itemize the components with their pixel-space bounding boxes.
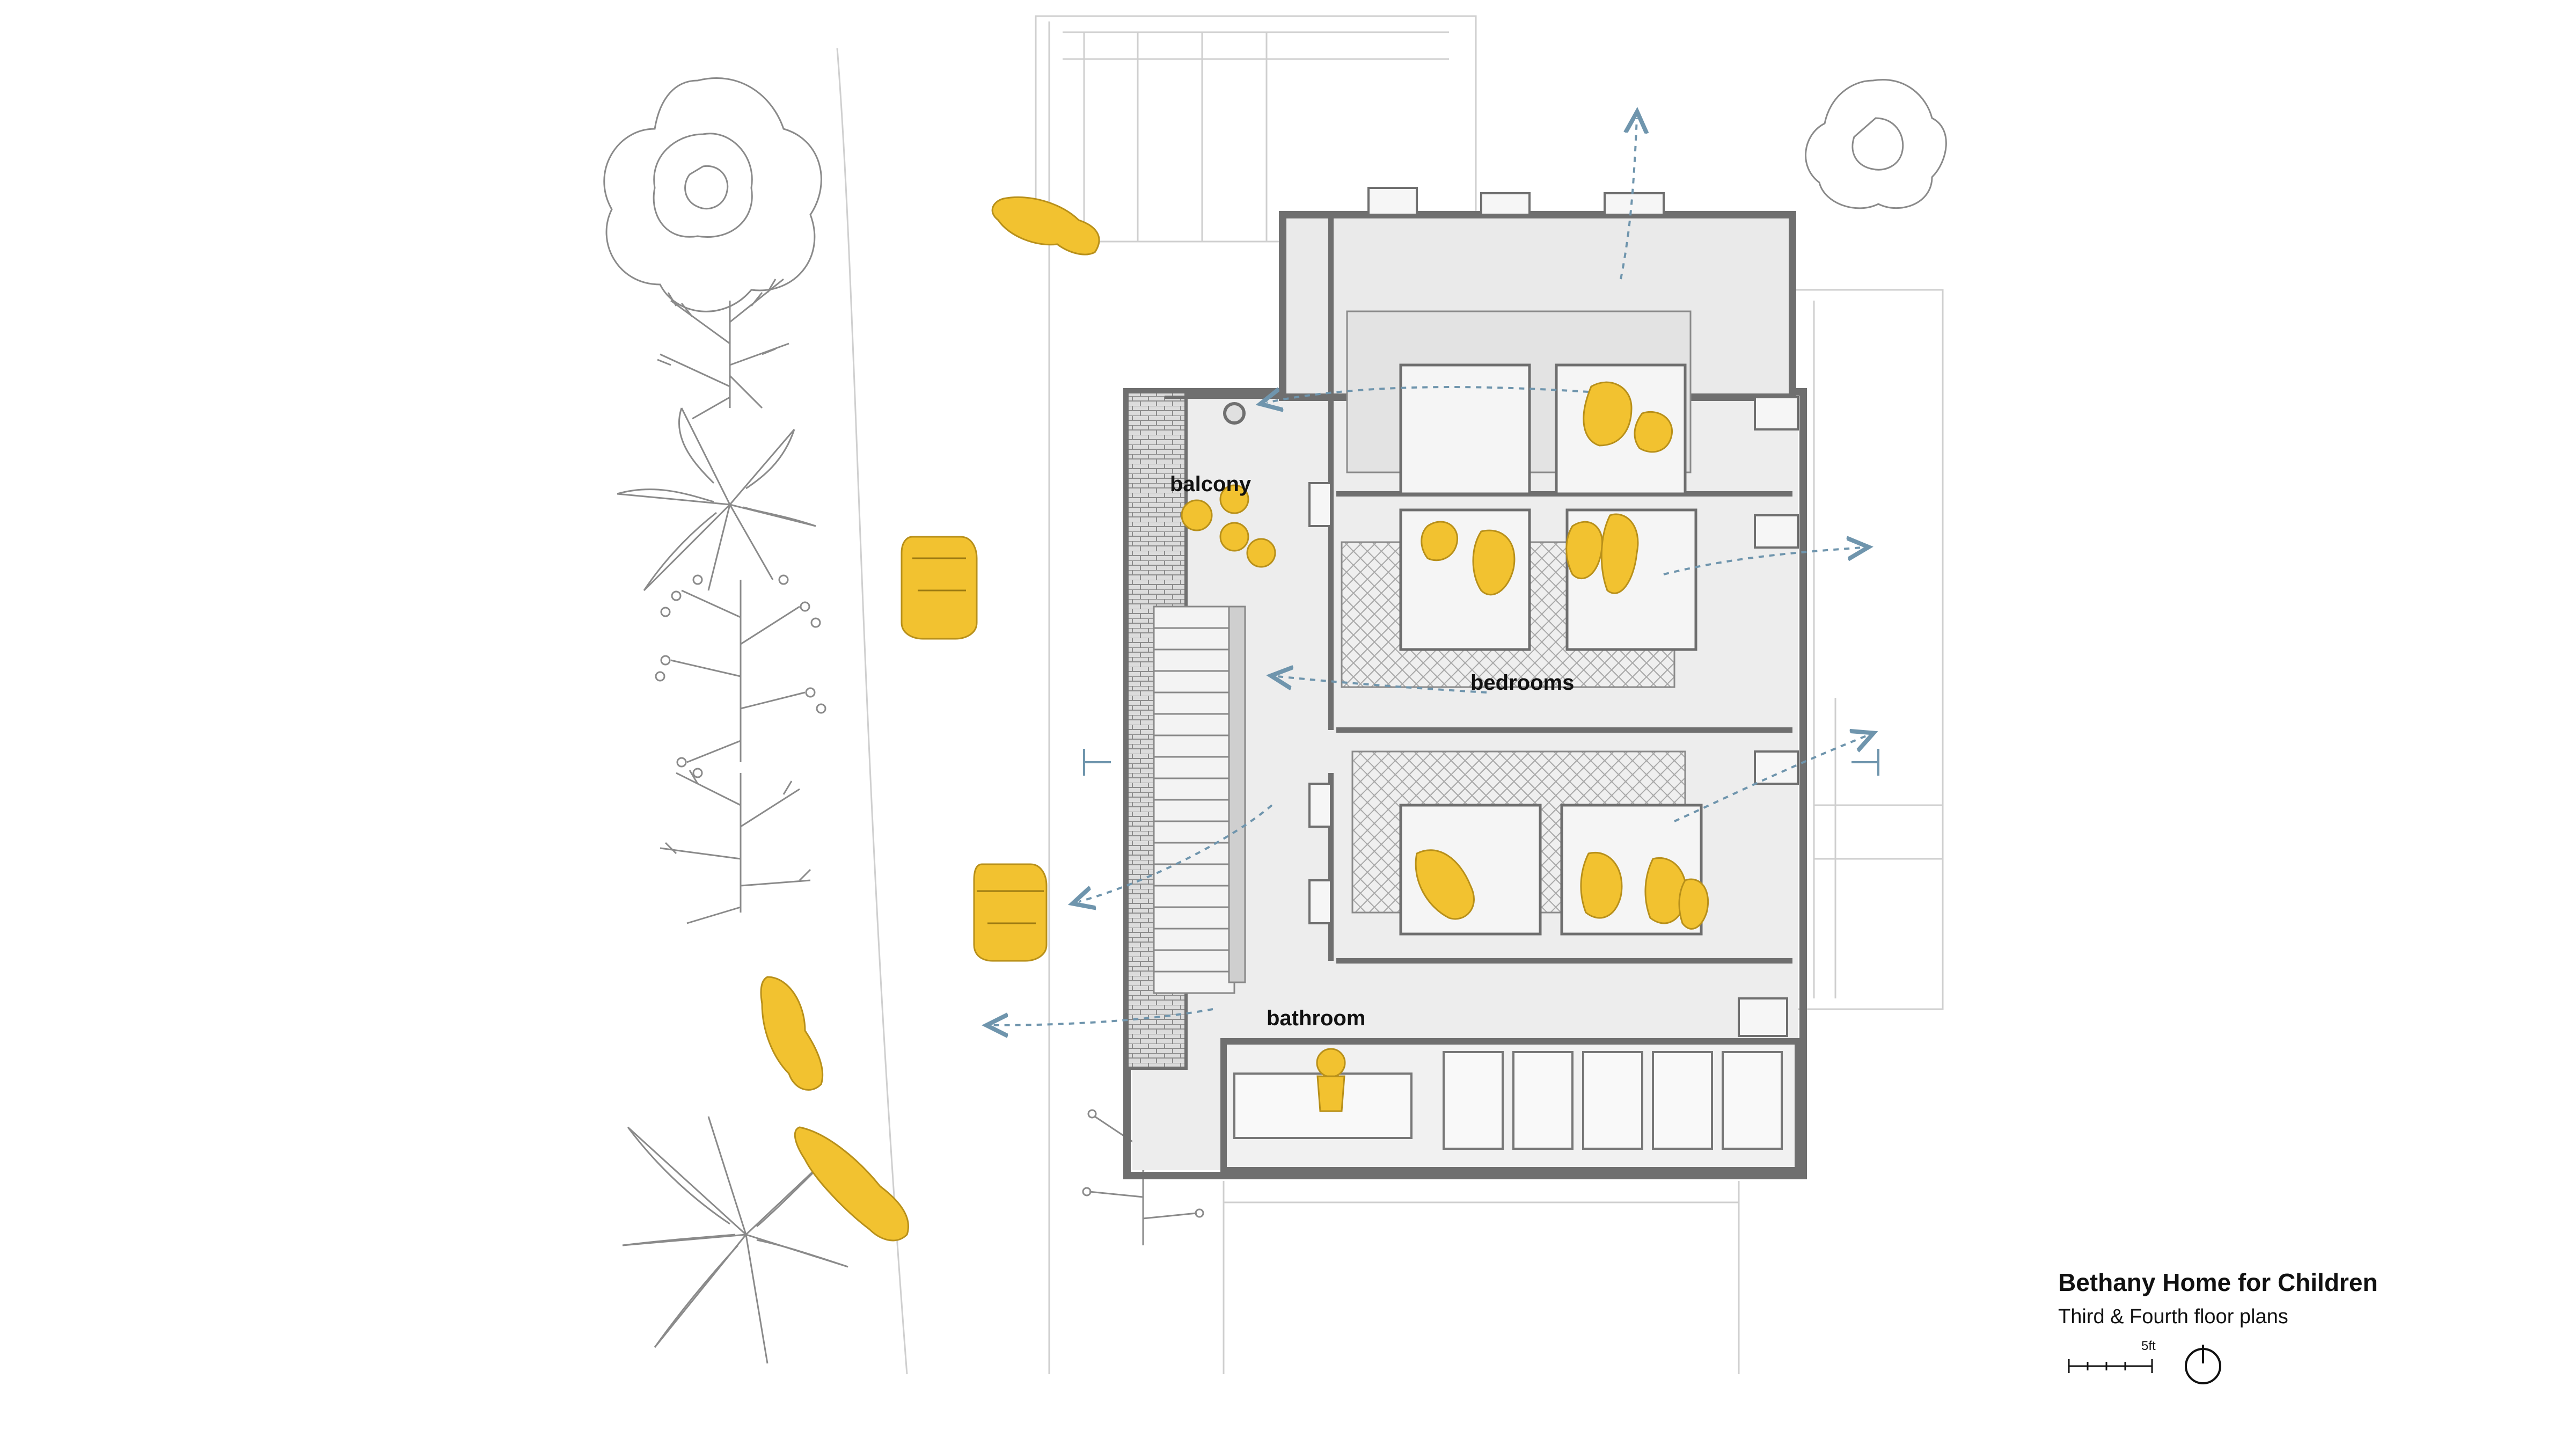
toilet-stall (1652, 1051, 1713, 1150)
person-icon (1421, 513, 1639, 596)
toilet-stall (1443, 1051, 1504, 1150)
toilet-stall (1582, 1051, 1643, 1150)
title-block: Bethany Home for Children Third & Fourth… (2058, 1268, 2378, 1384)
scale-bar (2068, 1359, 2153, 1373)
figures (760, 196, 1709, 1242)
tree-icon (657, 278, 789, 420)
building (1123, 187, 1807, 1179)
tree-icon (622, 1116, 848, 1364)
section-markers (1083, 749, 1879, 776)
neighbor-building-top (1035, 15, 1477, 243)
bedrooms-label: bedrooms (1470, 671, 1574, 695)
bathroom-label: bathroom (1267, 1006, 1365, 1030)
person-icon (1415, 849, 1709, 930)
backpack-icon (901, 536, 978, 640)
tree-icon (1805, 79, 1947, 209)
bed (1399, 363, 1531, 495)
neighbor-building-bottom (1223, 1181, 1740, 1374)
balcony-railing (1165, 396, 1331, 425)
street-edge-line (836, 48, 908, 1375)
tree-icon (660, 770, 811, 924)
tree-icon (603, 77, 822, 312)
tree-icon (655, 574, 826, 778)
window-shutters (1308, 187, 1799, 1037)
dog-icon (991, 196, 1100, 256)
stairs (1153, 605, 1246, 994)
balcony-label: balcony (1170, 472, 1252, 496)
neighbor-building-lines (1063, 31, 1449, 242)
person-icon (1583, 381, 1673, 453)
person-icon (1316, 1048, 1346, 1112)
tree-column (603, 77, 1947, 1364)
drawing-title: Bethany Home for Children (2058, 1268, 2378, 1296)
circulation-arrows (993, 118, 1868, 1025)
neighbor-building-right (1786, 289, 1944, 1010)
backpack-icon (973, 863, 1048, 962)
toilet-stall (1512, 1051, 1574, 1150)
neighbor-stair-lines (1813, 301, 1943, 998)
dog-icon (760, 976, 824, 1091)
toilet-stall (1722, 1051, 1783, 1150)
tree-icon (617, 407, 816, 592)
person-icon (1181, 484, 1276, 568)
dog-icon (794, 1126, 910, 1242)
north-arrow-icon (2185, 1345, 2221, 1384)
drawing-subtitle: Third & Fourth floor plans (2058, 1305, 2288, 1328)
scale-label: 5ft (2141, 1339, 2156, 1353)
